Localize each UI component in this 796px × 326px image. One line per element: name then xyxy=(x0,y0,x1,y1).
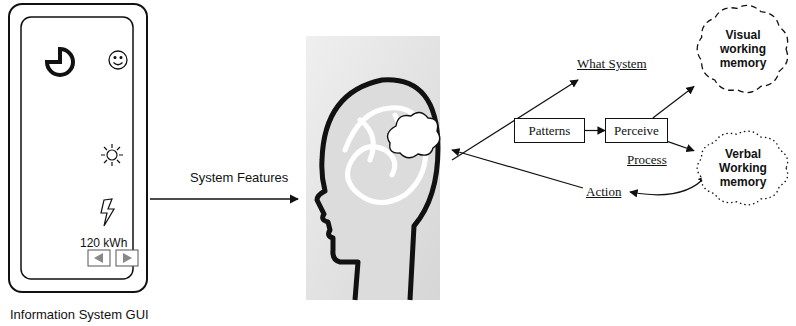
flow-arrow xyxy=(668,142,694,151)
box-label: Patterns xyxy=(529,123,571,139)
flow-arrow xyxy=(653,87,694,119)
lightning-icon xyxy=(101,199,114,226)
arrow-label: System Features xyxy=(190,170,288,185)
action-label: Action xyxy=(586,184,621,200)
memory-cloud: Visual working memory xyxy=(694,2,792,96)
head-background xyxy=(306,36,440,300)
output-label: What System xyxy=(577,56,647,72)
gui-caption: Information System GUI xyxy=(10,307,149,322)
brain-cloud xyxy=(388,112,440,157)
screen-frame xyxy=(21,17,133,279)
memory-label: Verbal Working memory xyxy=(711,147,775,189)
input-arrow xyxy=(150,198,298,199)
gui-device: 120 kWhInformation System GUI xyxy=(8,3,148,293)
pie-icon xyxy=(47,49,73,75)
sun-icon xyxy=(101,144,123,166)
process-label: Process xyxy=(627,152,667,168)
smiley-icon xyxy=(109,51,127,69)
box-label: Perceive xyxy=(614,123,659,139)
energy-reading: 120 kWh xyxy=(80,236,127,250)
process-box: Patterns xyxy=(514,118,585,143)
feedback-arrow xyxy=(452,150,583,188)
process-box: Perceive xyxy=(605,118,668,143)
nav-buttons xyxy=(88,250,138,266)
process-arrow xyxy=(630,176,706,195)
memory-label: Visual working memory xyxy=(708,28,778,70)
flow-arrow xyxy=(585,130,605,131)
memory-cloud: Verbal Working memory xyxy=(694,128,792,208)
